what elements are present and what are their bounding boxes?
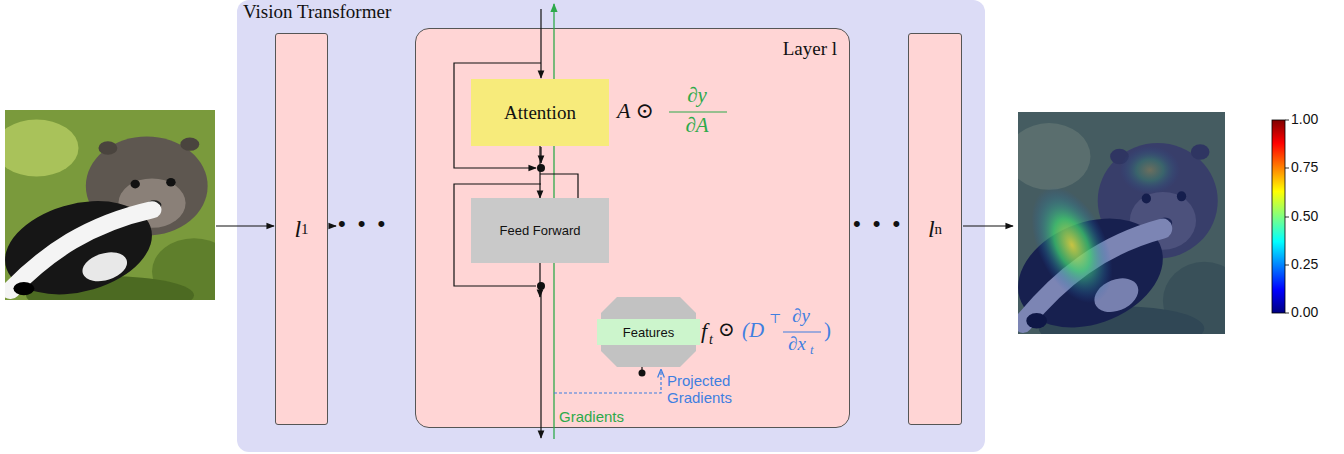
connector-arrow (539, 263, 540, 297)
attention-box: Attention (471, 79, 609, 146)
axis-tick: 0.25 (1291, 256, 1318, 272)
merge-dot (537, 282, 545, 290)
formula-term: ∂x (788, 333, 806, 355)
axis-tick: 0.50 (1291, 208, 1318, 224)
node-label: l (928, 216, 935, 243)
formula-term: f (701, 318, 707, 343)
merge-dot (537, 164, 545, 172)
axis-tick: 1.00 (1291, 111, 1318, 127)
formula-subscript: t (709, 332, 713, 348)
node-subscript: n (935, 221, 943, 238)
formula-subscript: t (810, 343, 814, 358)
projected-gradient-line (554, 370, 661, 393)
colorbar (1272, 120, 1289, 313)
heatmap-output (1018, 112, 1225, 334)
feed-forward-box: Feed Forward (471, 198, 609, 263)
forward-wires (454, 9, 642, 438)
formula-term: ⊙ (718, 318, 735, 341)
ellipsis: ••• (853, 211, 912, 236)
formula-term: ) (824, 318, 831, 342)
node-label: Features (623, 325, 674, 340)
input-photo (0, 110, 236, 314)
node-label: Attention (504, 102, 576, 124)
annotation: Gradients (559, 408, 624, 425)
formula-term: ∂y (687, 83, 707, 107)
input-arrow (216, 225, 274, 226)
layer-arrow (329, 225, 336, 226)
node-label: l (294, 216, 301, 243)
formula-term: ∂A (685, 113, 708, 137)
layer-box: l1 (275, 33, 328, 425)
output-arrow (963, 225, 1013, 226)
node-label: Feed Forward (500, 223, 581, 238)
axis-tick: 0.75 (1291, 159, 1318, 175)
axis-tick: 0.00 (1291, 304, 1318, 320)
node-label: Vision Transformer (243, 1, 391, 23)
feature-dot (639, 370, 646, 377)
annotation: Projected Gradients (667, 372, 753, 407)
layer-box: ln (908, 33, 962, 425)
layer-box: Layer l AttentionFeed ForwardFeatures (415, 28, 850, 428)
formula-superscript: ⊤ (769, 312, 781, 327)
formula-term: ∂y (792, 305, 810, 327)
fraction-bar (783, 331, 821, 332)
ellipsis: ••• (338, 211, 397, 236)
fraction-bar (669, 111, 727, 112)
features-box: Features (601, 297, 696, 367)
formula-term: (D (742, 318, 764, 342)
formula-term: A ⊙ (617, 98, 654, 123)
node-subscript: 1 (301, 221, 309, 238)
node-label: Layer l (783, 38, 837, 60)
